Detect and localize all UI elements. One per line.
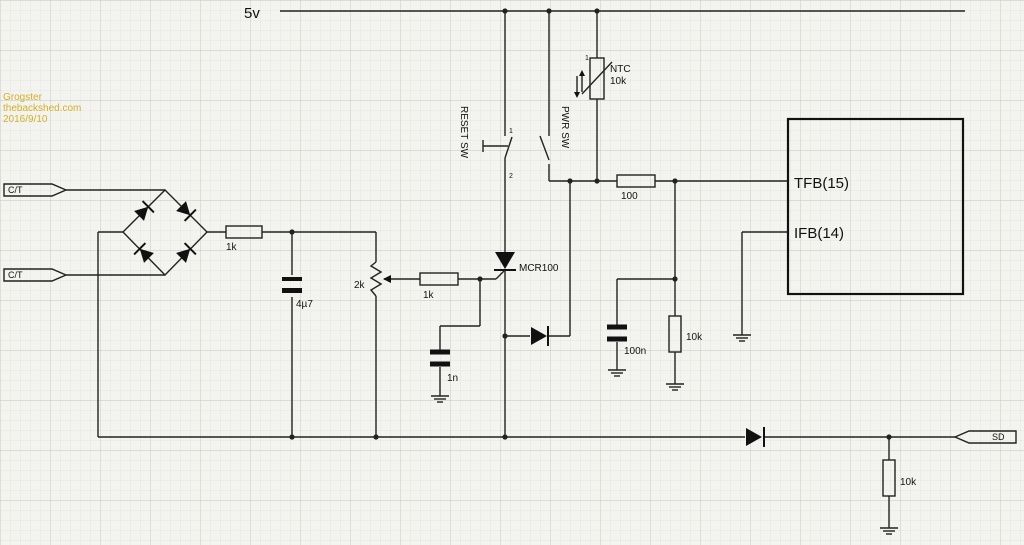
junction-dot bbox=[886, 434, 892, 440]
diode-icon bbox=[531, 327, 547, 345]
diode-icon bbox=[746, 428, 762, 446]
connector-ct-bottom: C/T bbox=[3, 268, 68, 282]
switch-blade bbox=[539, 135, 550, 161]
power-switch[interactable]: PWR SW bbox=[539, 106, 570, 161]
ntc-value: 10k bbox=[610, 76, 627, 87]
connector-sd-label: SD bbox=[992, 432, 1005, 442]
ground-icon bbox=[666, 383, 684, 391]
junction-dot bbox=[502, 434, 508, 440]
ic-pin-tfb: TFB(15) bbox=[794, 175, 849, 192]
ntc-thermistor: 1 NTC 10k bbox=[574, 55, 631, 100]
junction-dot bbox=[672, 178, 678, 184]
resistor-icon bbox=[419, 272, 459, 286]
resistor-bridge-1k: 1k bbox=[225, 225, 263, 253]
junction-dot bbox=[289, 229, 295, 235]
junction-dot bbox=[502, 8, 508, 14]
resistor-icon bbox=[882, 459, 896, 497]
connector-ct-top-label: C/T bbox=[8, 185, 23, 195]
wiper-arrow-icon bbox=[383, 275, 391, 283]
resistor-icon bbox=[225, 225, 263, 239]
junction-dot bbox=[502, 333, 508, 339]
ic-body bbox=[786, 117, 965, 296]
capacitor-tfb: 100n bbox=[607, 324, 646, 357]
bridge-outline bbox=[122, 189, 208, 277]
arrow-up-icon bbox=[579, 70, 585, 76]
switch-actuator bbox=[482, 140, 508, 152]
resistor-sd-value: 10k bbox=[900, 477, 917, 488]
junction-dot bbox=[567, 178, 573, 184]
capacitor-gate-value: 1n bbox=[447, 373, 458, 384]
diode-sd bbox=[746, 427, 765, 447]
junction-dot bbox=[594, 178, 600, 184]
reset-pin-2: 2 bbox=[509, 173, 513, 180]
switch-blade bbox=[504, 136, 513, 159]
ic-pin-ifb: IFB(14) bbox=[794, 225, 844, 242]
junction-dot bbox=[546, 8, 552, 14]
resistor-icon bbox=[668, 315, 682, 353]
connector-arrow-shape bbox=[3, 183, 68, 197]
capacitor-plate bbox=[282, 288, 302, 293]
ground-icon bbox=[880, 527, 898, 535]
credit-date: 2016/9/10 bbox=[3, 114, 48, 125]
thermistor-slash bbox=[581, 61, 613, 95]
ground-icon bbox=[431, 395, 449, 403]
resistor-gate-value: 1k bbox=[423, 290, 435, 301]
capacitor-tfb-value: 100n bbox=[624, 346, 646, 357]
capacitor-gate: 1n bbox=[430, 349, 458, 384]
junction-dot bbox=[289, 434, 295, 440]
capacitor-bulk-value: 4µ7 bbox=[296, 299, 313, 310]
credit-author: Grogster bbox=[3, 92, 43, 103]
power-switch-label: PWR SW bbox=[559, 106, 570, 149]
scr-icon bbox=[495, 252, 515, 269]
resistor-icon bbox=[616, 174, 656, 188]
connector-ct-bottom-label: C/T bbox=[8, 270, 23, 280]
potentiometer-2k: 2k bbox=[354, 261, 391, 297]
ntc-pin-1: 1 bbox=[585, 55, 589, 62]
wires bbox=[66, 10, 965, 528]
credit-block: Grogster thebackshed.com 2016/9/10 bbox=[3, 92, 81, 125]
connector-ct-top: C/T bbox=[3, 183, 68, 197]
ground-icon bbox=[608, 369, 626, 377]
scr-label: MCR100 bbox=[519, 263, 559, 274]
resistor-sd-10k: 10k bbox=[882, 459, 917, 497]
credit-site: thebackshed.com bbox=[3, 103, 81, 114]
diode-latch bbox=[531, 326, 549, 346]
reset-switch[interactable]: 1 2 RESET SW bbox=[458, 106, 513, 180]
resistor-bridge-value: 1k bbox=[226, 242, 238, 253]
diode-icon bbox=[176, 242, 197, 263]
potentiometer-icon bbox=[369, 261, 383, 297]
thermistor-icon bbox=[589, 57, 605, 100]
resistor-gate-1k: 1k bbox=[419, 272, 459, 301]
arrow-down-icon bbox=[574, 92, 580, 98]
junction-dot bbox=[373, 434, 379, 440]
diode-icon bbox=[176, 201, 197, 222]
scr-gate-lead bbox=[495, 269, 506, 280]
junctions bbox=[289, 8, 892, 440]
reset-switch-label: RESET SW bbox=[458, 106, 469, 159]
supply-rail-label: 5v bbox=[244, 5, 260, 22]
resistor-tfb-10k: 10k bbox=[668, 315, 703, 353]
bridge-rectifier bbox=[122, 189, 208, 277]
ground-icon bbox=[733, 334, 751, 342]
scr-mcr100: MCR100 bbox=[494, 252, 559, 280]
diode-icon bbox=[133, 242, 154, 263]
capacitor-bulk: 4µ7 bbox=[282, 277, 313, 310]
junction-dot bbox=[672, 276, 678, 282]
reset-pin-1: 1 bbox=[509, 128, 513, 135]
resistor-series-value: 100 bbox=[621, 191, 638, 202]
controller-ic: TFB(15) IFB(14) bbox=[786, 117, 965, 296]
connector-sd: SD bbox=[953, 430, 1017, 444]
diode-icon bbox=[134, 200, 155, 221]
potentiometer-value: 2k bbox=[354, 280, 366, 291]
connector-arrow-shape bbox=[3, 268, 68, 282]
junction-dot bbox=[594, 8, 600, 14]
resistor-series-100: 100 bbox=[616, 174, 656, 202]
connector-arrow-shape bbox=[953, 430, 1017, 444]
resistor-tfb-value: 10k bbox=[686, 332, 703, 343]
junction-dot bbox=[477, 276, 483, 282]
ntc-label: NTC bbox=[610, 64, 631, 75]
